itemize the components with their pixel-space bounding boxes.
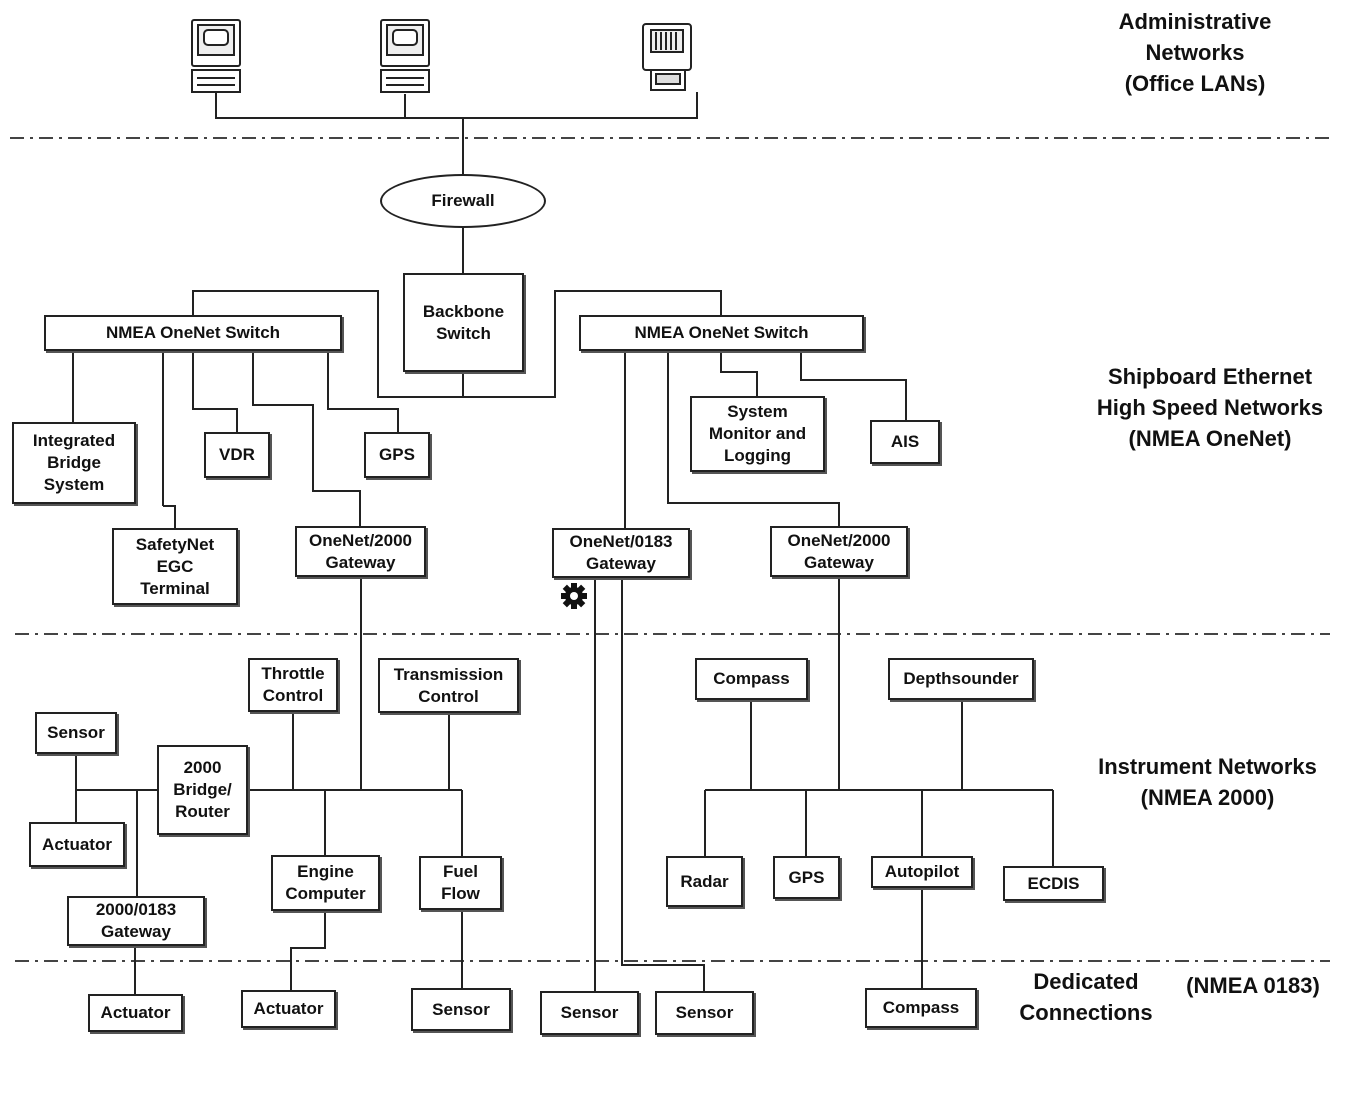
zone-separators — [10, 137, 1330, 962]
gateway-2000-0183-node: 2000/0183 Gateway — [67, 896, 205, 946]
system-monitor-logging-node: System Monitor and Logging — [690, 396, 825, 472]
depthsounder-node: Depthsounder — [888, 658, 1034, 700]
actuator-n2k-node: Actuator — [29, 822, 125, 867]
zone-label-instrument: Instrument Networks (NMEA 2000) — [1098, 754, 1317, 810]
ecdis-node: ECDIS — [1003, 866, 1104, 901]
sensor-0183-node-2: Sensor — [540, 991, 639, 1035]
onenet-switch-right-node: NMEA OneNet Switch — [579, 315, 864, 351]
autopilot-node: Autopilot — [871, 856, 973, 888]
desktop-computer-icon — [380, 19, 430, 93]
gps-n2k-node: GPS — [773, 856, 840, 899]
zone-label-shipboard: Shipboard Ethernet High Speed Networks (… — [1096, 364, 1324, 451]
sensor-n2k-node: Sensor — [35, 712, 117, 754]
actuator-0183-node-1: Actuator — [88, 994, 183, 1032]
desktop-computer-icon — [191, 19, 241, 93]
connection-lines — [72, 92, 1054, 994]
printer-icon — [642, 23, 692, 91]
zone-label-dedicated: Dedicated Connections — [1019, 969, 1153, 1025]
gps-onenet-node: GPS — [364, 432, 430, 478]
onenet-2000-gateway-left-node: OneNet/2000 Gateway — [295, 526, 426, 577]
engine-computer-node: Engine Computer — [271, 855, 380, 911]
zone-label-administrative: Administrative Networks (Office LANs) — [1118, 9, 1272, 96]
onenet-switch-left-node: NMEA OneNet Switch — [44, 315, 342, 351]
compass-n2k-node: Compass — [695, 658, 808, 700]
zone-label-dedicated-protocol: (NMEA 0183) — [1186, 973, 1320, 998]
sensor-0183-node-3: Sensor — [655, 991, 754, 1035]
transmission-control-node: Transmission Control — [378, 658, 519, 713]
radar-node: Radar — [666, 856, 743, 907]
backbone-switch-node: Backbone Switch — [403, 273, 524, 372]
integrated-bridge-system-node: Integrated Bridge System — [12, 422, 136, 504]
sensor-0183-node-1: Sensor — [411, 988, 511, 1031]
compass-0183-node: Compass — [865, 988, 977, 1028]
actuator-0183-node-2: Actuator — [241, 990, 336, 1028]
onenet-2000-gateway-right-node: OneNet/2000 Gateway — [770, 526, 908, 577]
safetynet-egc-terminal-node: SafetyNet EGC Terminal — [112, 528, 238, 605]
firewall-node: Firewall — [380, 174, 546, 228]
onenet-0183-gateway-node: OneNet/0183 Gateway — [552, 528, 690, 578]
bridge-router-node: 2000 Bridge/ Router — [157, 745, 248, 835]
gear-icon — [561, 583, 587, 609]
vdr-node: VDR — [204, 432, 270, 478]
fuel-flow-node: Fuel Flow — [419, 856, 502, 910]
ais-node: AIS — [870, 420, 940, 464]
throttle-control-node: Throttle Control — [248, 658, 338, 712]
